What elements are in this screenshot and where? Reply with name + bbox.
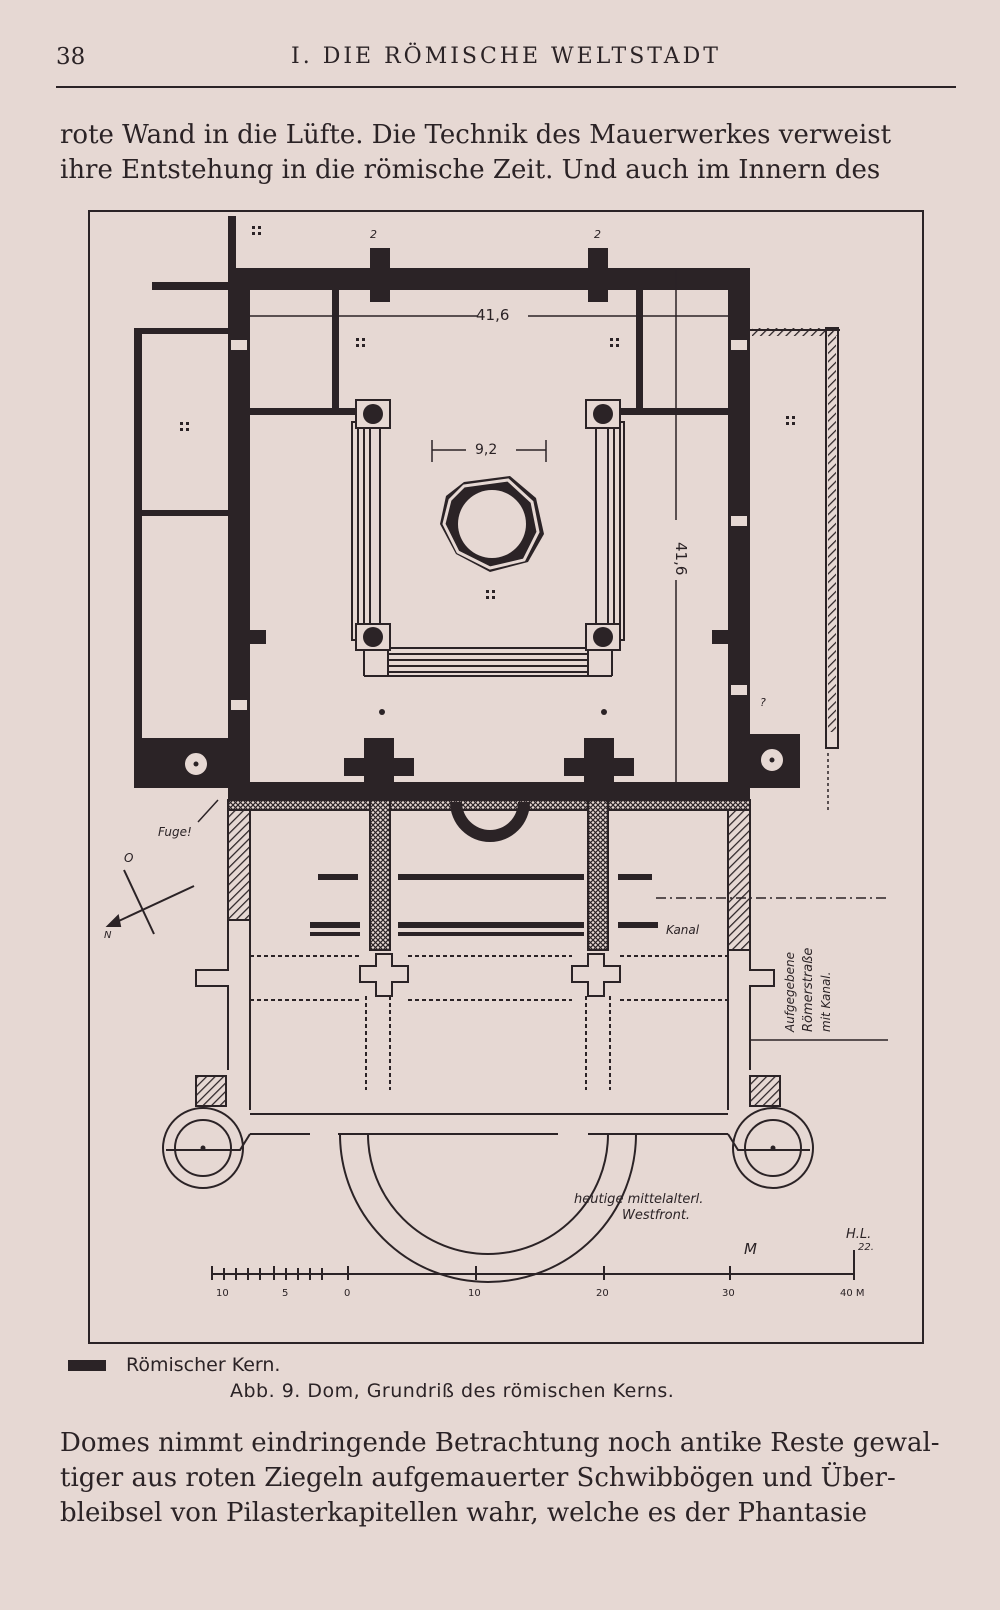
- room-markers: [180, 226, 795, 715]
- scale-label: 40 M: [840, 1288, 865, 1299]
- paragraph-top: rote Wand in die Lüfte. Die Technik des …: [60, 118, 956, 188]
- page-number: 38: [56, 44, 86, 70]
- paragraph-bottom: Domes nimmt eindringende Betrachtung noc…: [60, 1426, 956, 1531]
- compass-o-label: O: [124, 851, 133, 865]
- running-head: I. DIE RÖMISCHE WELTSTADT: [291, 44, 721, 69]
- westfront-label-1: heutige mittelalterl.: [574, 1192, 703, 1207]
- court-corner-piers: [355, 399, 621, 651]
- fuge-label: Fuge!: [158, 825, 192, 839]
- header-rule: [56, 86, 956, 88]
- dim-41-6-v-label: 41,6: [672, 542, 690, 575]
- scale-label: 0: [344, 1288, 350, 1299]
- text-line: bleibsel von Pilasterkapitellen wahr, we…: [60, 1498, 867, 1528]
- scale-label: 10: [468, 1288, 481, 1299]
- street-label-1: Aufgegebene: [783, 952, 797, 1033]
- scale-unit-label: M: [744, 1240, 757, 1258]
- legend: Römischer Kern.: [68, 1354, 280, 1376]
- dimension-lines: [250, 270, 728, 782]
- text-line: ihre Entstehung in die römische Zeit. Un…: [60, 155, 881, 185]
- question-mark: ?: [760, 696, 766, 709]
- street-label-2: Römerstraße: [801, 948, 816, 1032]
- page-header: 38 I. DIE RÖMISCHE WELTSTADT: [56, 44, 956, 80]
- legend-swatch: [68, 1360, 106, 1371]
- compass-n-label: N: [104, 930, 112, 941]
- scale-label: 5: [282, 1288, 288, 1299]
- scale-label: 30: [722, 1288, 735, 1299]
- scale-bar: [211, 1250, 855, 1280]
- mark-2: 2: [594, 228, 601, 241]
- dim-41-6-h-label: 41,6: [476, 306, 509, 324]
- mark-2: 2: [370, 228, 377, 241]
- floor-plan-figure: 41,6 9,2 41,6 Fuge! Kanal Aufgegebene Rö…: [104, 216, 888, 1299]
- signature-initials: H.L.: [846, 1227, 871, 1242]
- west-extension: [162, 799, 814, 1283]
- text-line: Domes nimmt eindringende Betrachtung noc…: [60, 1428, 940, 1458]
- scale-label: 10: [216, 1288, 229, 1299]
- westfront-label-2: Westfront.: [622, 1208, 690, 1223]
- dim-9-2-label: 9,2: [475, 442, 497, 458]
- core-apse: [450, 802, 530, 842]
- compass-icon: [105, 869, 195, 935]
- kanal-label: Kanal: [666, 923, 700, 937]
- figure-caption: Abb. 9. Dom, Grundriß des römischen Kern…: [230, 1380, 675, 1402]
- legend-label: Römischer Kern.: [126, 1354, 281, 1376]
- signature-year: 22.: [858, 1242, 874, 1253]
- street-label-3: mit Kanal.: [819, 972, 833, 1032]
- scale-label: 20: [596, 1288, 609, 1299]
- central-octagon: [440, 476, 544, 572]
- text-line: tiger aus roten Ziegeln aufgemauerter Sc…: [60, 1463, 896, 1493]
- figure-frame: [88, 210, 924, 1344]
- text-line: rote Wand in die Lüfte. Die Technik des …: [60, 120, 892, 150]
